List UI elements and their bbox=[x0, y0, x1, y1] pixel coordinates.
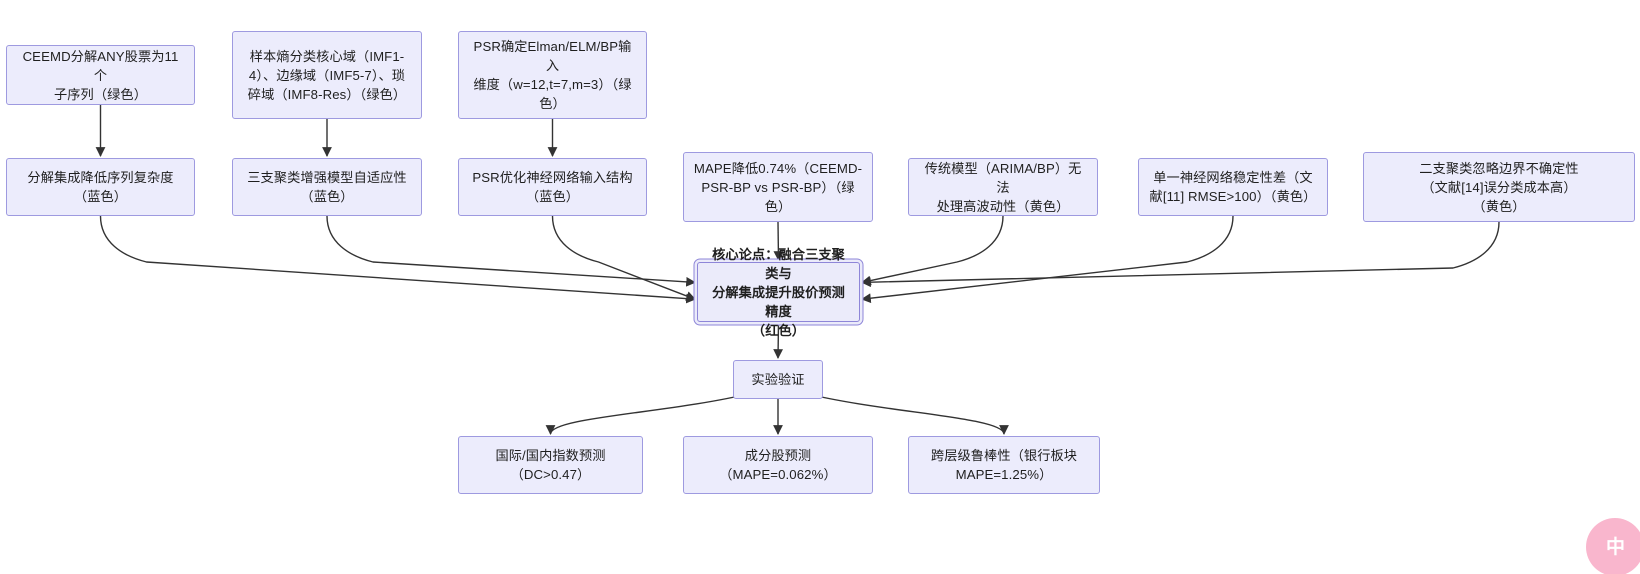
node-label: MAPE降低0.74%（CEEMD- PSR-BP vs PSR-BP）（绿 色… bbox=[693, 159, 863, 216]
node-n1[interactable]: CEEMD分解ANY股票为11个 子序列（绿色） bbox=[6, 45, 195, 105]
edge-n11-to-n14 bbox=[804, 393, 1004, 434]
node-label: 传统模型（ARIMA/BP）无法 处理高波动性（黄色） bbox=[918, 159, 1088, 216]
node-label: 单一神经网络稳定性差（文 献[11] RMSE>100）（黄色） bbox=[1148, 168, 1318, 206]
node-label: 国际/国内指数预测 （DC>0.47） bbox=[468, 446, 633, 484]
node-label: 三支聚类增强模型自适应性 （蓝色） bbox=[242, 168, 412, 206]
node-n6[interactable]: PSR优化神经网络输入结构 （蓝色） bbox=[458, 158, 647, 216]
node-n7[interactable]: MAPE降低0.74%（CEEMD- PSR-BP vs PSR-BP）（绿 色… bbox=[683, 152, 873, 222]
node-n8[interactable]: 传统模型（ARIMA/BP）无法 处理高波动性（黄色） bbox=[908, 158, 1098, 216]
node-n9[interactable]: 单一神经网络稳定性差（文 献[11] RMSE>100）（黄色） bbox=[1138, 158, 1328, 216]
node-n13[interactable]: 成分股预测 （MAPE=0.062%） bbox=[683, 436, 873, 494]
edge-n10-to-core bbox=[862, 222, 1499, 282]
node-n3[interactable]: PSR确定Elman/ELM/BP输入 维度（w=12,t=7,m=3）（绿 色… bbox=[458, 31, 647, 119]
node-n2[interactable]: 样本熵分类核心域（IMF1- 4）、边缘域（IMF5-7）、琐 碎域（IMF8-… bbox=[232, 31, 422, 119]
node-label: PSR优化神经网络输入结构 （蓝色） bbox=[468, 168, 637, 206]
node-core[interactable]: 核心论点：融合三支聚类与 分解集成提升股价预测精度 （红色） bbox=[697, 262, 860, 322]
edge-n5-to-core bbox=[327, 216, 695, 282]
node-n12[interactable]: 国际/国内指数预测 （DC>0.47） bbox=[458, 436, 643, 494]
node-label: 二支聚类忽略边界不确定性 （文献[14]误分类成本高） （黄色） bbox=[1373, 159, 1625, 216]
node-n5[interactable]: 三支聚类增强模型自适应性 （蓝色） bbox=[232, 158, 422, 216]
node-label: 分解集成降低序列复杂度 （蓝色） bbox=[16, 168, 185, 206]
node-label: 成分股预测 （MAPE=0.062%） bbox=[693, 446, 863, 484]
node-label: 实验验证 bbox=[743, 370, 813, 389]
watermark-label: 中 bbox=[1606, 538, 1624, 557]
watermark-badge: 中 bbox=[1586, 518, 1640, 574]
node-label: 核心论点：融合三支聚类与 分解集成提升股价预测精度 （红色） bbox=[707, 245, 850, 340]
node-n14[interactable]: 跨层级鲁棒性（银行板块 MAPE=1.25%） bbox=[908, 436, 1100, 494]
edge-n6-to-core bbox=[553, 216, 696, 299]
node-label: 样本熵分类核心域（IMF1- 4）、边缘域（IMF5-7）、琐 碎域（IMF8-… bbox=[242, 47, 412, 104]
edge-n4-to-core bbox=[101, 216, 696, 299]
node-label: PSR确定Elman/ELM/BP输入 维度（w=12,t=7,m=3）（绿 色… bbox=[468, 37, 637, 113]
node-n4[interactable]: 分解集成降低序列复杂度 （蓝色） bbox=[6, 158, 195, 216]
node-n10[interactable]: 二支聚类忽略边界不确定性 （文献[14]误分类成本高） （黄色） bbox=[1363, 152, 1635, 222]
node-label: 跨层级鲁棒性（银行板块 MAPE=1.25%） bbox=[918, 446, 1090, 484]
edge-n9-to-core bbox=[862, 216, 1233, 299]
edge-n11-to-n12 bbox=[551, 393, 753, 434]
node-label: CEEMD分解ANY股票为11个 子序列（绿色） bbox=[16, 47, 185, 104]
edge-n8-to-core bbox=[862, 216, 1003, 282]
node-n11[interactable]: 实验验证 bbox=[733, 360, 823, 399]
